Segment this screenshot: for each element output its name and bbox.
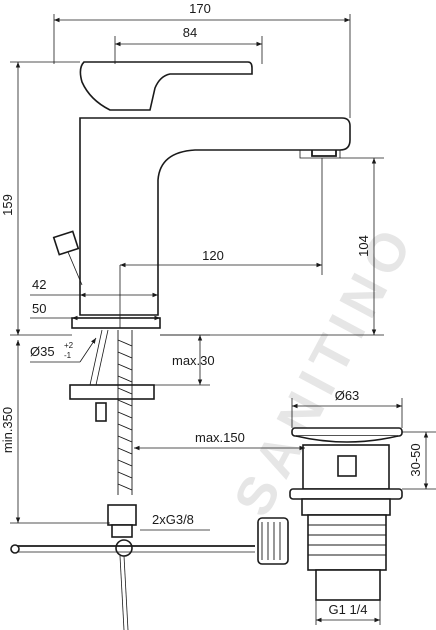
label-waste-thread: G1 1/4 — [328, 602, 367, 617]
label-waste-diameter: Ø63 — [335, 388, 360, 403]
label-hole-tol-plus: +2 — [64, 341, 74, 350]
label-handle-width: 84 — [183, 25, 197, 40]
label-max-deck: max.30 — [172, 353, 215, 368]
label-connection: 2xG3/8 — [152, 512, 194, 527]
label-total-width: 170 — [189, 1, 211, 16]
label-hole-diameter: Ø35 — [30, 344, 55, 359]
faucet — [10, 61, 351, 630]
label-50: 50 — [32, 301, 46, 316]
label-spout-reach: 120 — [202, 248, 224, 263]
label-max-hose: max.150 — [195, 430, 245, 445]
label-hole-tol-minus: -1 — [64, 351, 72, 360]
label-waste-height: 30-50 — [408, 443, 423, 476]
hoses — [89, 329, 133, 495]
waste-assembly — [257, 427, 403, 601]
label-42: 42 — [32, 277, 46, 292]
dimension-labels: 170 84 159 104 120 42 50 Ø35 +2 -1 max.3… — [0, 1, 423, 617]
label-min-hose: min.350 — [0, 407, 15, 453]
label-spout-height: 104 — [356, 235, 371, 257]
dimension-lines — [10, 14, 436, 625]
label-total-height: 159 — [0, 194, 15, 216]
